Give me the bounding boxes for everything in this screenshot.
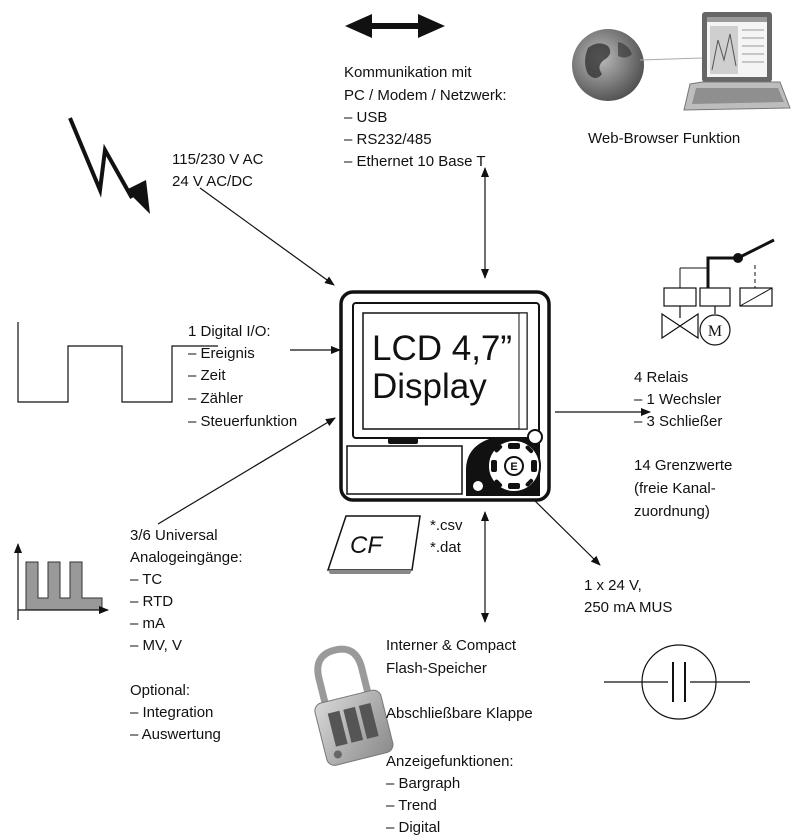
file-types-text: *.csv *.dat [430,517,467,556]
relays-text: 4 Relais – 1 Wechsler – 3 Schließer [634,369,725,430]
key-down-right [525,478,534,487]
output-circuit-symbol [604,644,750,720]
enter-key-label: E [510,461,517,473]
lightning-bolt-icon [68,117,150,214]
keypad-top-button [527,429,543,445]
motor-label: M [708,323,722,340]
key-down-left [494,479,503,488]
enter-key [504,456,524,476]
display-label: LCD 4,7” Display [372,329,522,406]
laptop-icon [683,12,791,111]
data-exchange-double-arrow-icon [345,14,445,38]
lockable-flap [346,445,463,495]
analog-signal-graph [14,543,109,620]
mus-arrow [527,493,601,566]
display-hinge [388,438,418,444]
key-left [491,460,497,472]
memory-text: Interner & Compact Flash-Speicher [386,637,520,677]
mus-output-text: 1 x 24 V, 250 mA MUS [584,577,672,616]
analog-inputs-text: 3/6 Universal Analogeingänge: – TC – RTD… [130,527,247,654]
power-supply-text: 115/230 V AC 24 V AC/DC [172,151,268,190]
analog-input-arrow [157,417,336,525]
relay-valve-motor-symbol: M [661,238,775,346]
key-right [531,460,537,472]
key-down [508,483,520,489]
power-arrow [199,187,335,286]
key-up-right [525,445,534,454]
display-functions-text: Anzeigefunktionen: – Bargraph – Trend – … [386,753,518,836]
cf-card-label: CF [350,532,383,559]
network-link-line [639,57,703,61]
web-browser-label: Web-Browser Funktion [588,130,740,147]
limit-values-text: 14 Grenzwerte (freie Kanal- zuordnung) [634,457,737,520]
optional-features-text: Optional: – Integration – Auswertung [130,682,221,743]
digital-io-text: 1 Digital I/O: – Ereignis – Zeit – Zähle… [188,323,297,430]
digital-signal-waveform [17,322,218,403]
recorder-device: LCD 4,7” Display E [339,290,551,502]
lockable-flap-label: Abschließbare Klappe [386,705,533,722]
key-up [508,443,520,449]
globe-icon [572,29,644,101]
communication-text: Kommunikation mit PC / Modem / Netzwerk:… [344,64,511,170]
padlock-icon [314,645,394,766]
keypad-bottom-button [471,479,485,493]
key-up-left [494,444,503,453]
compact-flash-card-icon: CF [326,515,421,574]
